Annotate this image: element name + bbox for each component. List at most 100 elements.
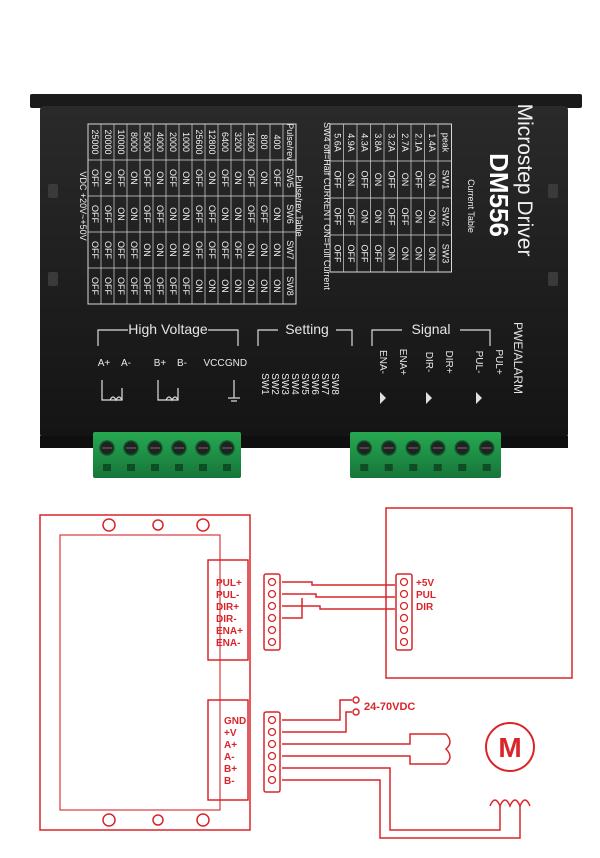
current-table-cell: OFF [332,171,342,189]
hv-label-4: VCC [203,358,224,369]
pulse-table-cell: ON [168,207,178,221]
pulse-table-cell: 25600 [194,129,204,154]
current-table-cell: ON [413,247,423,261]
current-table-cell: ON [400,247,410,261]
diagram-signal-label: ENA+ [216,626,243,637]
pulse-table-cell: ON [259,171,269,185]
signal-label-2: DIR- [423,352,434,373]
terminal-hole [267,775,277,785]
terminal-hole [267,727,277,737]
pulse-table-cell: OFF [90,169,100,187]
pulse-table-cell: OFF [90,205,100,223]
group-setting: Setting [285,321,329,337]
pulse-table-cell: ON [272,207,282,221]
diagram-power-label: A+ [224,740,237,751]
group-signal: Signal [412,321,451,337]
switch-label-1: SW2 [269,373,280,395]
pulse-table-cell: ON [246,279,256,293]
pulse-table-cell: ON [155,243,165,257]
current-table-cell: 1.4A [427,133,437,152]
hv-label-5: GND [225,358,247,369]
hv-label-0: A+ [98,358,111,369]
pulse-table-cell: ON [129,207,139,221]
high-voltage-terminal-block [93,432,241,478]
hv-label-3: B- [177,358,187,369]
current-table-cell: OFF [346,245,356,263]
pulse-table-cell: 800 [259,134,269,149]
current-table-cell: ON [400,173,410,187]
diagram-power-label: +V [224,728,237,739]
pulse-table-cell: OFF [129,277,139,295]
current-table-cell: OFF [346,208,356,226]
diagram-power-label: A- [224,752,235,763]
pulse-table-cell: OFF [246,205,256,223]
pulse-table-cell: ON [116,207,126,221]
current-table-cell: OFF [359,245,369,263]
terminal-hole [399,589,409,599]
terminal-hole [267,715,277,725]
terminal-hole [267,637,277,647]
pulse-table-cell: ON [233,171,243,185]
current-table-cell: OFF [400,208,410,226]
terminal-hole [267,625,277,635]
pulse-table-cell: OFF [259,205,269,223]
pulse-table-cell: SW7 [285,240,295,260]
pulse-table-cell: ON [207,171,217,185]
terminal-hole [267,739,277,749]
signal-label-1: ENA+ [397,349,408,376]
pulse-table-cell: ON [194,279,204,293]
current-table-cell: OFF [386,171,396,189]
pulse-table-cell: Pulse/rev [285,123,295,161]
switch-label-4: SW5 [299,373,310,395]
switch-label-0: SW1 [259,373,270,395]
pulse-table-cell: ON [233,279,243,293]
pulse-table-cell: OFF [246,169,256,187]
diagram-signal-label: ENA- [216,638,240,649]
current-table-cell: ON [386,247,396,261]
pulse-table-cell: ON [168,243,178,257]
pulse-table-cell: OFF [168,277,178,295]
pulse-table-cell: OFF [181,277,191,295]
pulse-table-cell: 1600 [246,132,256,152]
signal-label-4: PUL- [473,351,484,374]
current-table-cell: ON [373,173,383,187]
pulse-table-header: Pulse/rev Table [294,175,304,236]
diagram-signal-label: DIR+ [216,602,239,613]
current-table-cell: ON [359,210,369,224]
pulse-table-cell: 2000 [168,132,178,152]
pulse-table-cell: ON [233,207,243,221]
signal-label-0: ENA- [377,350,388,374]
diagram-power-label: B- [224,776,235,787]
supply-label: 24-70VDC [364,701,415,713]
pulse-table-cell: 25000 [90,129,100,154]
current-table-note: SW4 off=Half CURRENT ON=Full Current [322,122,332,290]
pulse-table-cell: ON [272,279,282,293]
pulse-table-cell: ON [181,171,191,185]
current-table-cell: OFF [373,245,383,263]
diagram-signal-label: PUL+ [216,578,242,589]
pulse-table-cell: ON [246,243,256,257]
pulse-table-cell: OFF [194,205,204,223]
pulse-table-cell: OFF [207,205,217,223]
product-title: Microstep Driver [513,104,536,257]
pulse-table-cell: OFF [129,241,139,259]
current-table-cell: SW3 [440,244,450,264]
pulse-table-cell: OFF [103,205,113,223]
pulse-table-cell: OFF [155,277,165,295]
signal-label-3: DIR+ [443,350,454,373]
pulse-table-cell: OFF [194,241,204,259]
pulse-table-cell: ON [129,171,139,185]
diagram-power-label: B+ [224,764,237,775]
current-table-cell: ON [427,210,437,224]
terminal-hole [267,613,277,623]
terminal-hole [399,625,409,635]
pulse-table-cell: OFF [103,241,113,259]
current-table-cell: 2.7A [400,133,410,152]
pulse-table-cell: SW8 [285,276,295,296]
pulse-table-cell: OFF [103,277,113,295]
pulse-table-cell: ON [155,171,165,185]
terminal-hole [399,613,409,623]
pulse-table-cell: 5000 [142,132,152,152]
pulse-table-cell: ON [181,207,191,221]
